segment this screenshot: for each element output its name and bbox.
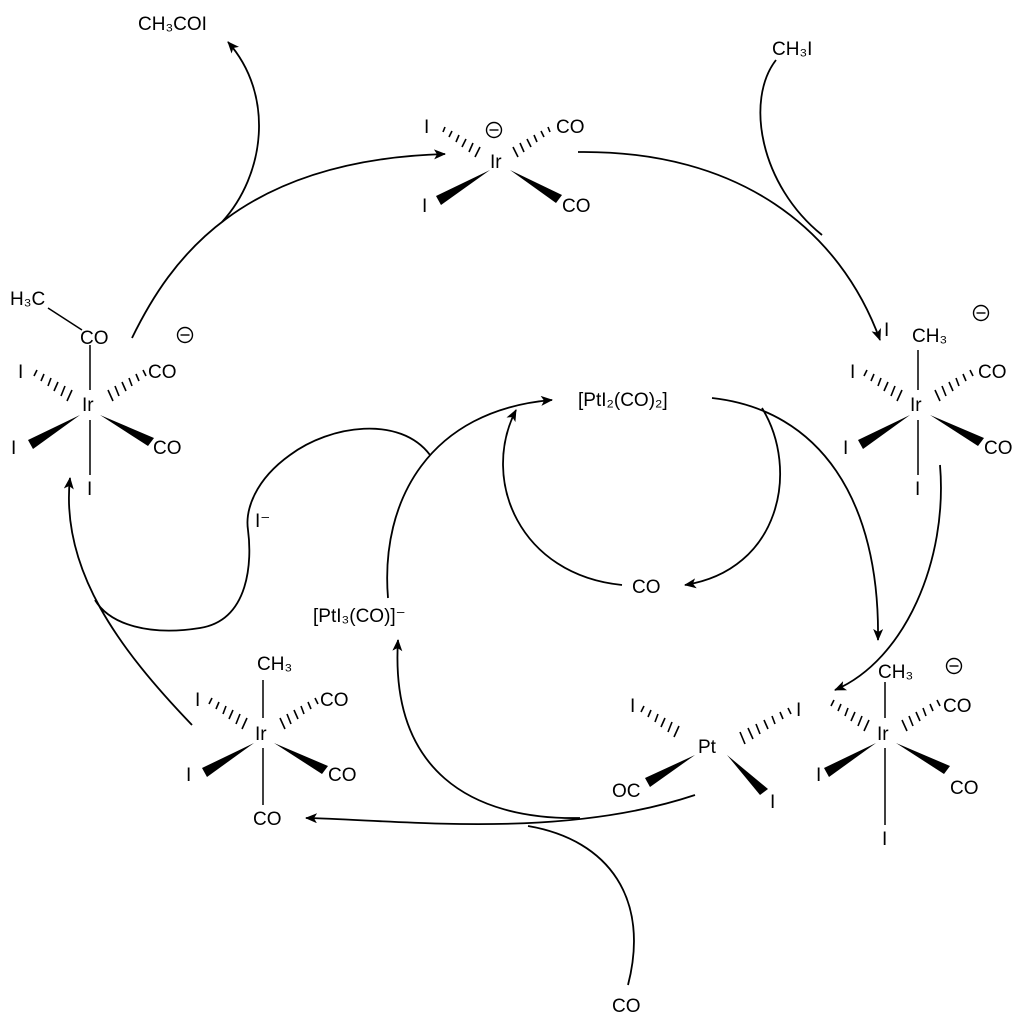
iridium-label: Ir (82, 395, 94, 416)
carbonyl-label: CO (562, 196, 591, 217)
hashed-bond (512, 126, 551, 158)
carbonyl-label: CO (328, 765, 357, 786)
iodine-label: I (816, 765, 821, 786)
hashed-bond (901, 699, 941, 732)
complex-ir-acetyl: H₃C CO I CO Ir I CO I (10, 289, 194, 500)
methyl-iodide-label: CH₃I (772, 39, 812, 60)
arrow-ch3coi-release (221, 41, 260, 223)
arrow-inner-return (502, 409, 623, 586)
hashed-bond (33, 369, 73, 402)
negative-charge-icon (972, 304, 990, 322)
wedge-bond (858, 415, 910, 449)
arrow-reductive-elimination-to-ir (131, 149, 446, 339)
carbonyl-label: CO (320, 690, 349, 711)
hashed-bond (640, 705, 680, 738)
hashed-bond (442, 126, 481, 158)
carbonyl-label: CO (950, 778, 979, 799)
iodine-label: I (630, 696, 635, 717)
co-released-label: CO (632, 577, 661, 598)
iodide-label: I⁻ (255, 511, 270, 532)
complex-ir-methyl-anion: I CH₃ I CO Ir I CO I (843, 304, 1013, 500)
arrow-co-entry (527, 825, 635, 986)
carbonyl-label: OC (612, 781, 641, 802)
arrow-pti3co-to-pti2co2 (386, 395, 553, 599)
wedge-bond (100, 415, 154, 446)
iodine-label: I (850, 362, 855, 383)
carbonyl-label: CO (943, 696, 972, 717)
iodine-label: I (186, 765, 191, 786)
species-labels: CH₃COI CH₃I [PtI₂(CO)₂] I⁻ CO [PtI₃(CO)]… (138, 14, 812, 1017)
methyl-label: CH₃ (912, 326, 947, 347)
arrow-inner-co-release (684, 407, 781, 589)
wedge-bond (274, 743, 328, 774)
iodine-label: I (843, 438, 848, 459)
complex-ir-square-planar: I CO Ir I CO (422, 117, 591, 217)
iodine-label: I (87, 479, 92, 500)
hashed-bond (107, 369, 147, 402)
hashed-bond (739, 707, 792, 745)
cycle-arrows (63, 41, 942, 986)
negative-charge-icon (176, 326, 194, 344)
wedge-bond (436, 170, 490, 205)
methyl-label: CH₃ (257, 654, 292, 675)
wedge-bond (510, 170, 562, 203)
iodine-label: I (424, 117, 429, 138)
arrow-oxidative-addition (577, 151, 881, 341)
carbonyl-label: CO (253, 809, 282, 830)
iodine-label: I (796, 700, 801, 721)
wedge-bond (824, 743, 876, 777)
arrow-to-ir-methyl-tricarbonyl (305, 794, 696, 826)
iodine-label: I (770, 792, 775, 813)
hashed-bond (208, 697, 248, 730)
wedge-bond (727, 755, 768, 795)
carbonyl-label: CO (556, 117, 585, 138)
carbonyl-label: CO (148, 362, 177, 383)
arrow-pti2co2-to-adduct (711, 397, 884, 641)
complex-ir-methyl-tricarbonyl: CH₃ I CO Ir I CO CO (186, 654, 357, 830)
acetyl-iodide-label: CH₃COI (138, 14, 207, 35)
pti2co2-label: [PtI₂(CO)₂] (578, 390, 668, 411)
wedge-bond (645, 755, 695, 787)
iodine-label: I (422, 196, 427, 217)
platinum-label: Pt (698, 737, 717, 758)
wedge-bond (896, 743, 950, 774)
hashed-bond (830, 699, 870, 732)
methyl-label: CH₃ (878, 662, 913, 683)
pti3co-label: [PtI₃(CO)]⁻ (313, 606, 406, 627)
hashed-bond (863, 369, 903, 402)
negative-charge-icon (945, 657, 963, 675)
iodine-label: I (195, 690, 200, 711)
iridium-label: Ir (255, 724, 267, 745)
arrow-to-pt-ir-adduct (834, 464, 942, 691)
hashed-bond (279, 697, 319, 730)
carbonyl-label: CO (153, 438, 182, 459)
iridium-label: Ir (910, 395, 922, 416)
hashed-bond (934, 369, 974, 402)
iridium-label: Ir (877, 724, 889, 745)
carbonyl-label: CO (984, 438, 1013, 459)
wedge-bond (202, 743, 254, 777)
negative-charge-icon (485, 121, 503, 139)
wedge-bond (28, 415, 80, 449)
complex-pt-ir-adduct: I Pt OC I I CH₃ CO Ir I CO I (612, 657, 979, 850)
methyl-label: H₃C (10, 289, 45, 310)
carbonyl-label: CO (80, 328, 109, 349)
iodine-label: I (18, 362, 23, 383)
arrow-to-pti3co (392, 639, 581, 819)
arrow-iodide-branch (94, 427, 431, 632)
arrow-ch3i-entry (759, 59, 823, 236)
wedge-bond (930, 415, 984, 446)
iodine-label: I (884, 320, 889, 341)
iodine-label: I (11, 438, 16, 459)
iridium-label: Ir (490, 152, 502, 173)
arrow-migratory-insertion (63, 477, 193, 726)
iodine-label: I (882, 829, 887, 850)
iodine-label: I (915, 479, 920, 500)
co-entry-label: CO (612, 996, 641, 1017)
carbonyl-label: CO (978, 362, 1007, 383)
